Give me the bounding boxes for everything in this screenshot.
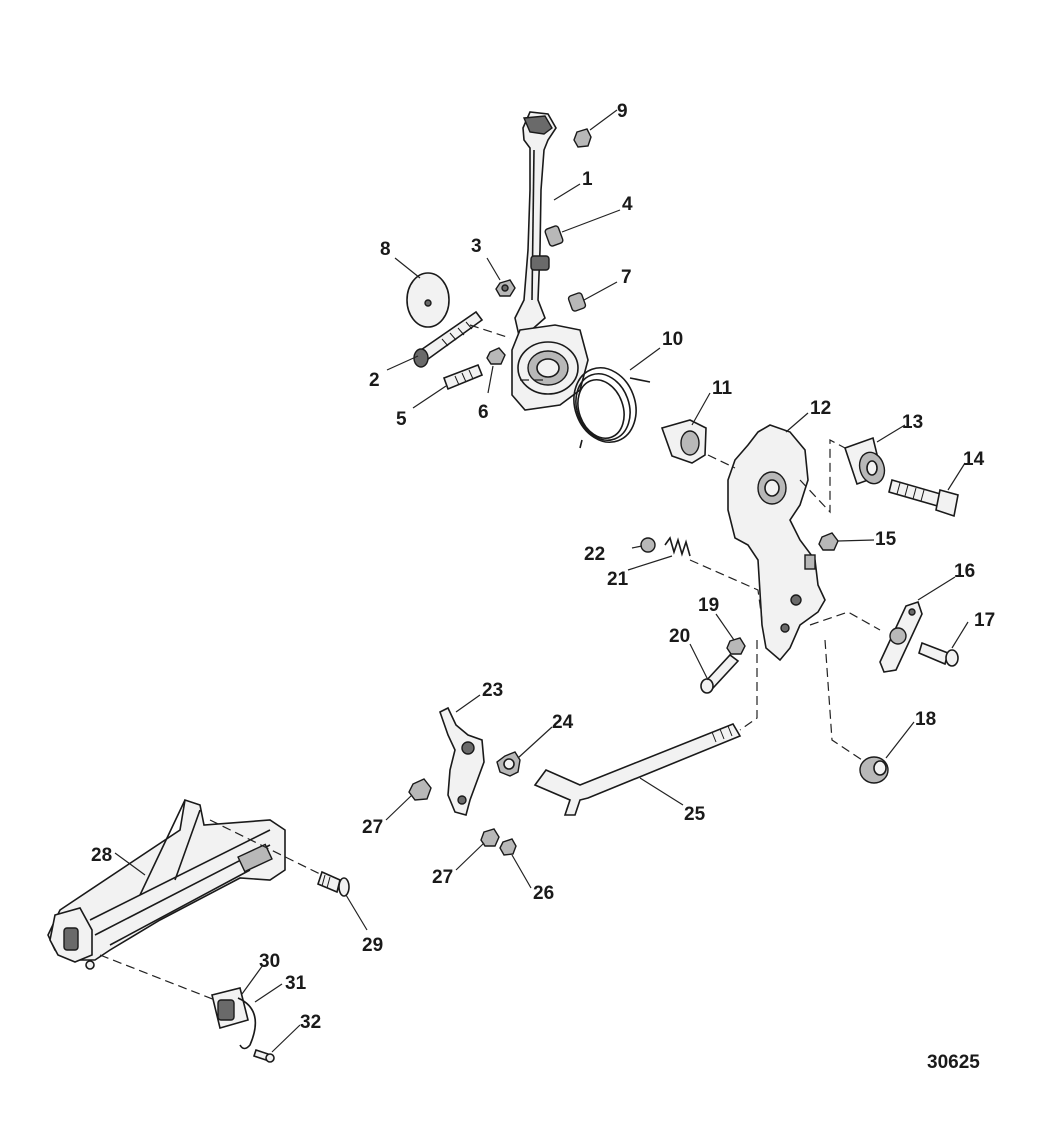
callout-14: 14 bbox=[963, 449, 985, 470]
callout-29: 29 bbox=[362, 935, 383, 956]
part-23-bellcrank bbox=[439, 706, 485, 816]
callout-8: 8 bbox=[380, 239, 391, 260]
assembly-lines bbox=[99, 324, 881, 1001]
part-4-nut bbox=[544, 225, 564, 247]
callout-21: 21 bbox=[607, 569, 629, 590]
callout-11: 11 bbox=[712, 378, 733, 399]
part-13-sleeve bbox=[843, 436, 886, 486]
callout-23: 23 bbox=[482, 680, 503, 701]
lever-hub-plate bbox=[511, 324, 589, 411]
part-3-nut bbox=[495, 279, 516, 297]
part-8-washer bbox=[406, 272, 450, 328]
part-27-nut-b bbox=[480, 828, 500, 847]
callout-24: 24 bbox=[552, 712, 574, 733]
callout-27-lower: 27 bbox=[432, 867, 453, 888]
callout-30: 30 bbox=[259, 951, 280, 972]
callout-32: 32 bbox=[300, 1012, 321, 1033]
part-25-rod bbox=[533, 723, 742, 816]
part-7-nut bbox=[567, 292, 587, 312]
part-12-bracket bbox=[727, 424, 826, 662]
part-15-nut bbox=[818, 532, 839, 551]
part-1-lever-arm bbox=[514, 111, 557, 342]
callout-28: 28 bbox=[91, 845, 112, 866]
figure-number: 30625 bbox=[927, 1052, 980, 1073]
callout-15: 15 bbox=[875, 529, 897, 550]
part-10-spring bbox=[573, 367, 651, 449]
part-2-long-screw bbox=[413, 310, 484, 368]
part-32-screw bbox=[252, 1048, 275, 1063]
callout-19: 19 bbox=[698, 595, 719, 616]
part-29-screw bbox=[317, 870, 350, 897]
callout-16: 16 bbox=[954, 561, 975, 582]
part-19-nut bbox=[726, 637, 746, 655]
callout-17: 17 bbox=[974, 610, 995, 631]
callout-7: 7 bbox=[621, 267, 632, 288]
callout-20: 20 bbox=[669, 626, 690, 647]
part-27-nut-a bbox=[408, 778, 432, 801]
part-26-washer bbox=[499, 838, 517, 856]
callout-4: 4 bbox=[622, 194, 633, 215]
callout-18: 18 bbox=[915, 709, 936, 730]
callout-12: 12 bbox=[810, 398, 831, 419]
callout-5: 5 bbox=[396, 409, 407, 430]
leader-lines bbox=[114, 109, 969, 1053]
callout-labels: 1 2 3 4 5 6 7 8 9 10 11 12 13 14 15 16 1… bbox=[91, 101, 995, 1033]
callout-3: 3 bbox=[471, 236, 482, 257]
part-28-base-bracket bbox=[47, 798, 286, 970]
part-6-nut bbox=[486, 347, 506, 365]
callout-13: 13 bbox=[902, 412, 923, 433]
part-9-nut bbox=[573, 128, 592, 148]
part-18-nut bbox=[859, 756, 889, 784]
callout-10: 10 bbox=[662, 329, 683, 350]
callout-22: 22 bbox=[584, 544, 605, 565]
callout-6: 6 bbox=[478, 402, 489, 423]
part-21-spring bbox=[664, 536, 691, 557]
part-14-bolt bbox=[888, 479, 959, 518]
callout-25: 25 bbox=[684, 804, 706, 825]
callout-2: 2 bbox=[369, 370, 380, 391]
part-11-bushing bbox=[660, 419, 707, 464]
part-31-clip bbox=[237, 997, 257, 1050]
callout-31: 31 bbox=[285, 973, 307, 994]
part-24-washer bbox=[496, 751, 521, 777]
part-17-screw bbox=[918, 641, 959, 667]
callout-9: 9 bbox=[617, 101, 628, 122]
part-22-nut bbox=[640, 537, 656, 553]
part-5-screw bbox=[442, 363, 484, 391]
callout-26: 26 bbox=[533, 883, 554, 904]
part-20-screw bbox=[700, 653, 740, 694]
callout-27-upper: 27 bbox=[362, 817, 383, 838]
part-16-link bbox=[879, 600, 923, 673]
callout-1: 1 bbox=[582, 169, 593, 190]
